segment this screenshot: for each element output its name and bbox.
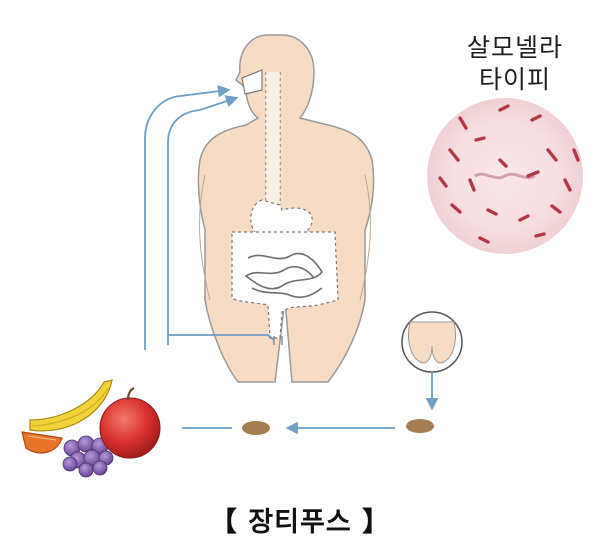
ingestion-arrows [144,84,275,350]
human-torso-digestive-icon [197,34,375,383]
bacteria-magnified-icon [427,98,583,254]
diagram-title: 【 장티푸스 】 [209,507,391,538]
bacteria-name-line2: 타이피 [478,65,551,94]
buttocks-closeup-icon [401,311,463,411]
fruit-pile-icon [21,379,161,478]
stool-icon [242,419,434,435]
bacteria-name-line1: 살모넬라 [466,33,563,62]
